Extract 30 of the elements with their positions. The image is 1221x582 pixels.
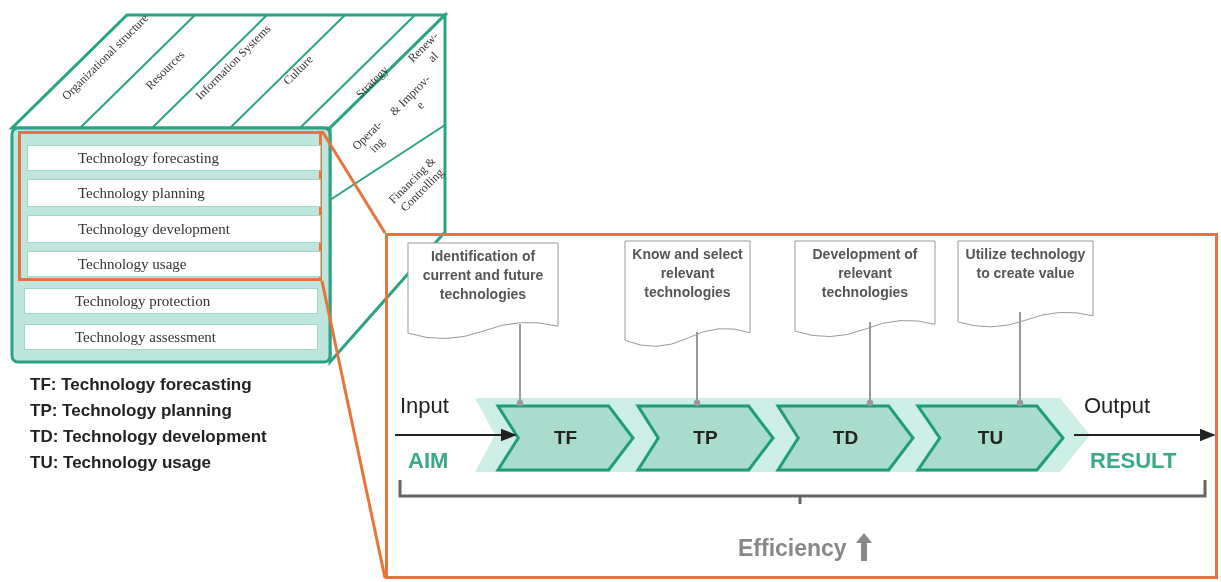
axis-label: Efficiency bbox=[738, 535, 847, 562]
row-box: Technology assessment bbox=[24, 324, 318, 350]
legend-text: TD: Technology development bbox=[30, 427, 267, 447]
leader-line bbox=[693, 331, 701, 407]
highlight-frame bbox=[18, 131, 322, 281]
edge-label: Output bbox=[1084, 393, 1151, 419]
row-box: Technology development bbox=[27, 215, 321, 243]
legend-text: TU: Technology usage bbox=[30, 453, 212, 473]
leader-line bbox=[516, 323, 524, 407]
row-box: Technology planning bbox=[27, 179, 321, 207]
arrow bbox=[1073, 428, 1216, 442]
chevron-step: TU bbox=[918, 406, 1063, 470]
document-note: Know and select relevant technologies bbox=[625, 241, 750, 349]
row-box: Technology usage bbox=[27, 251, 321, 277]
row-box: Technology forecasting bbox=[27, 145, 321, 171]
edge-label: Input bbox=[400, 393, 449, 419]
legend-text: TP: Technology planning bbox=[30, 401, 232, 421]
stage-label: RESULT bbox=[1090, 448, 1177, 474]
row-box: Technology protection bbox=[24, 288, 318, 314]
zoom-line bbox=[320, 130, 387, 234]
zoom-line bbox=[320, 280, 387, 579]
stage-label: AIM bbox=[408, 448, 449, 474]
arrow bbox=[394, 428, 517, 442]
detail-panel bbox=[385, 233, 1218, 579]
document-note: Utilize technology to create value bbox=[958, 241, 1093, 329]
document-note: Development of relevant technologies bbox=[795, 241, 935, 339]
legend-text: TF: Technology forecasting bbox=[30, 375, 252, 395]
document-note: Identification of current and future technologies bbox=[408, 243, 558, 341]
leader-line bbox=[1016, 311, 1024, 407]
leader-line bbox=[866, 321, 874, 407]
